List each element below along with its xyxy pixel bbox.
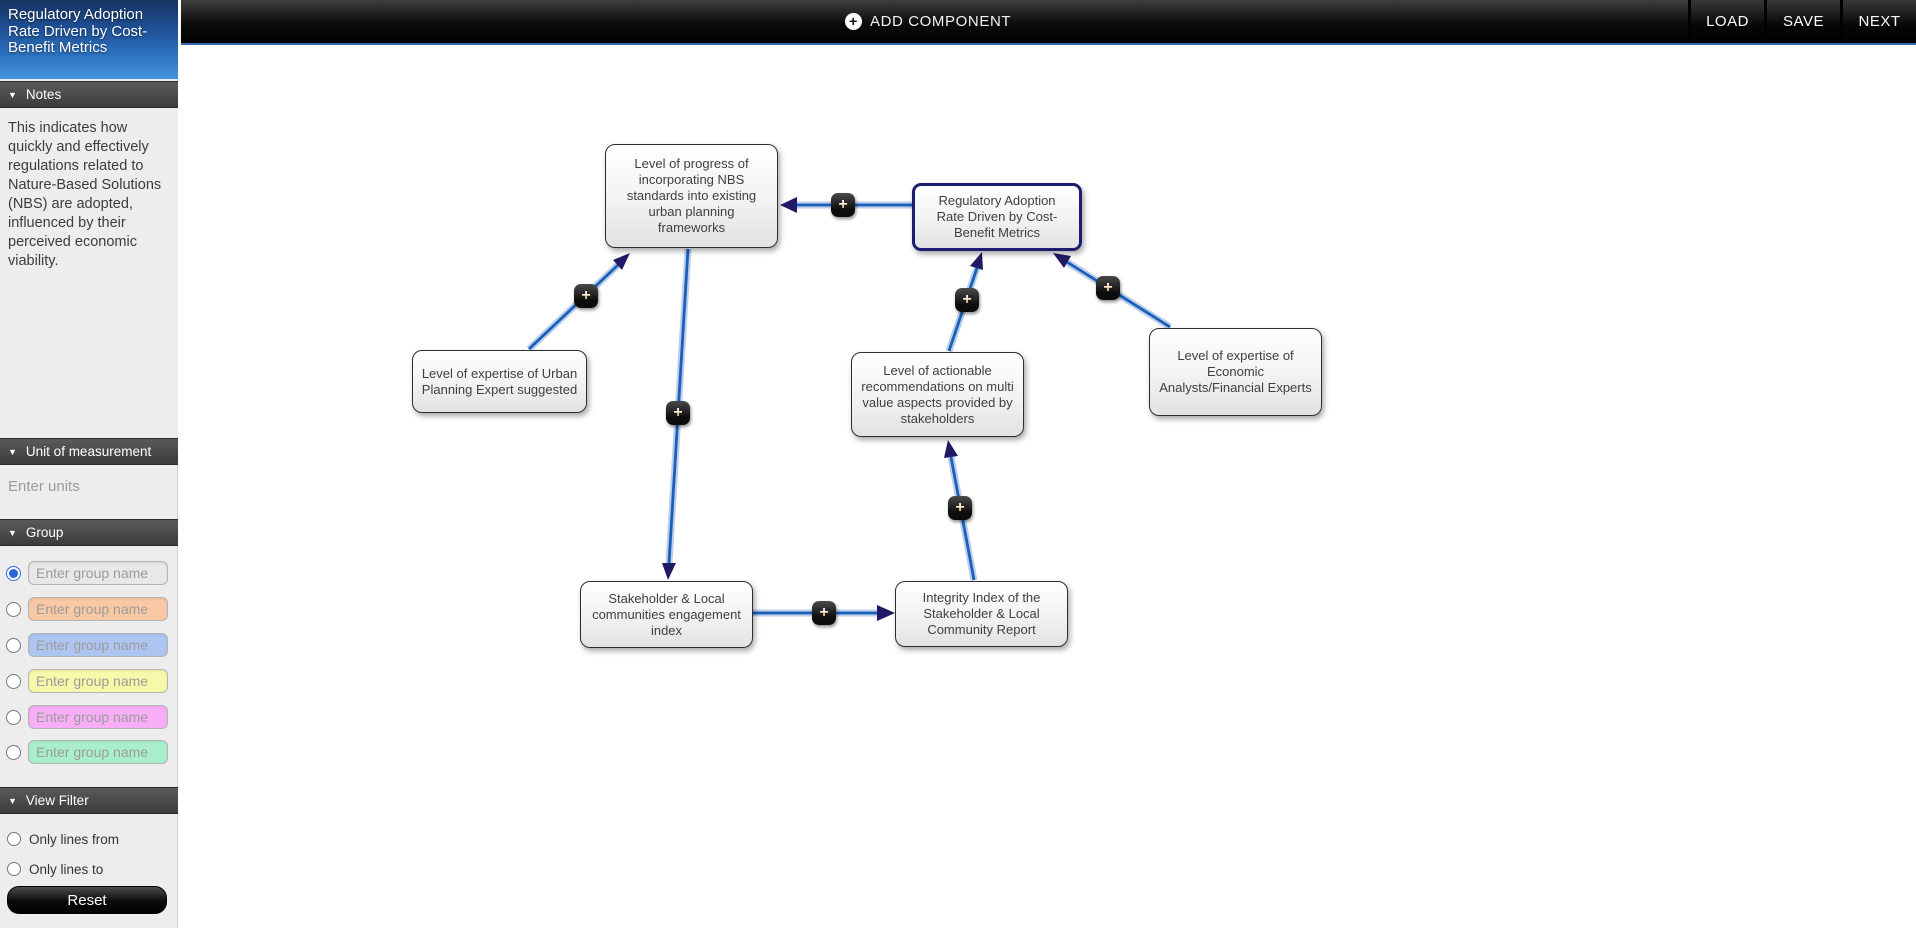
unit-section-header[interactable]: ▼ Unit of measurement — [0, 438, 178, 465]
only-lines-from-radio[interactable] — [7, 832, 21, 846]
notes-text[interactable]: This indicates how quickly and effective… — [0, 109, 178, 437]
group-section-header[interactable]: ▼ Group — [0, 519, 178, 546]
edge-sign: + — [673, 401, 682, 425]
only-lines-to-row: Only lines to — [0, 858, 178, 880]
group-radio-5[interactable] — [6, 709, 21, 725]
collapse-icon: ▼ — [8, 446, 17, 457]
edge-sign: + — [819, 601, 828, 625]
only-lines-from-label: Only lines from — [29, 831, 120, 847]
notes-section-header[interactable]: ▼ Notes — [0, 81, 178, 108]
group-section-label: Group — [25, 525, 64, 540]
unit-section-label: Unit of measurement — [25, 444, 152, 459]
group-radio-1[interactable] — [6, 565, 21, 581]
group-row-6 — [0, 739, 178, 765]
top-toolbar: + ADD COMPONENT LOAD SAVE NEXT — [181, 0, 1916, 45]
group-name-input-3[interactable] — [28, 633, 168, 657]
group-row-2 — [0, 596, 178, 622]
diagram-canvas[interactable] — [179, 45, 1916, 928]
edge-sign-badge[interactable]: + — [666, 401, 690, 425]
group-row-4 — [0, 668, 178, 694]
group-name-input-5[interactable] — [28, 705, 168, 729]
collapse-icon: ▼ — [8, 89, 17, 100]
group-name-input-6[interactable] — [28, 740, 168, 764]
node-regulatory-adoption-rate[interactable]: Regulatory Adoption Rate Driven by Cost-… — [912, 183, 1082, 251]
add-icon: + — [845, 13, 862, 30]
collapse-icon: ▼ — [8, 527, 17, 538]
only-lines-to-label: Only lines to — [29, 861, 104, 877]
units-input[interactable] — [2, 472, 172, 500]
group-row-1 — [0, 560, 178, 586]
left-panel: Regulatory Adoption Rate Driven by Cost-… — [0, 0, 178, 928]
edge-sign: + — [955, 496, 964, 520]
group-radio-3[interactable] — [6, 637, 21, 653]
collapse-icon: ▼ — [8, 795, 17, 806]
load-button[interactable]: LOAD — [1688, 0, 1764, 43]
view-filter-section-header[interactable]: ▼ View Filter — [0, 787, 178, 814]
edge-sign-badge[interactable]: + — [574, 284, 598, 308]
node-integrity-index[interactable]: Integrity Index of the Stakeholder & Loc… — [895, 581, 1068, 647]
add-component-button[interactable]: + ADD COMPONENT — [845, 0, 1011, 43]
node-actionable-recommendations[interactable]: Level of actionable recommendations on m… — [851, 352, 1024, 437]
group-name-input-2[interactable] — [28, 597, 168, 621]
add-component-label: ADD COMPONENT — [870, 13, 1012, 30]
node-economic-experts[interactable]: Level of expertise of Economic Analysts/… — [1149, 328, 1322, 416]
reset-button[interactable]: Reset — [7, 886, 167, 914]
group-name-input-4[interactable] — [28, 669, 168, 693]
edge-sign-badge[interactable]: + — [948, 496, 972, 520]
edge-sign-badge[interactable]: + — [1096, 276, 1120, 300]
notes-section-label: Notes — [25, 87, 62, 102]
selected-component-title: Regulatory Adoption Rate Driven by Cost-… — [0, 0, 178, 79]
group-row-3 — [0, 632, 178, 658]
group-radio-4[interactable] — [6, 673, 21, 689]
group-row-5 — [0, 704, 178, 730]
toolbar-right-group: LOAD SAVE NEXT — [1688, 0, 1916, 43]
edge-sign-badge[interactable]: + — [955, 288, 979, 312]
only-lines-from-row: Only lines from — [0, 828, 178, 850]
node-engagement-index[interactable]: Stakeholder & Local communities engageme… — [580, 581, 753, 648]
group-name-input-1[interactable] — [28, 561, 168, 585]
group-radio-2[interactable] — [6, 601, 21, 617]
edge-sign-badge[interactable]: + — [831, 193, 855, 217]
edge-sign: + — [1103, 276, 1112, 300]
group-radio-6[interactable] — [6, 744, 21, 760]
node-progress-nbs-standards[interactable]: Level of progress of incorporating NBS s… — [605, 144, 778, 248]
save-button[interactable]: SAVE — [1764, 0, 1840, 43]
only-lines-to-radio[interactable] — [7, 862, 21, 876]
view-filter-section-label: View Filter — [25, 793, 89, 808]
node-urban-planning-expert[interactable]: Level of expertise of Urban Planning Exp… — [412, 350, 587, 413]
edge-sign: + — [581, 284, 590, 308]
next-button[interactable]: NEXT — [1840, 0, 1916, 43]
edge-sign: + — [838, 193, 847, 217]
edge-sign-badge[interactable]: + — [812, 601, 836, 625]
edge-sign: + — [962, 288, 971, 312]
